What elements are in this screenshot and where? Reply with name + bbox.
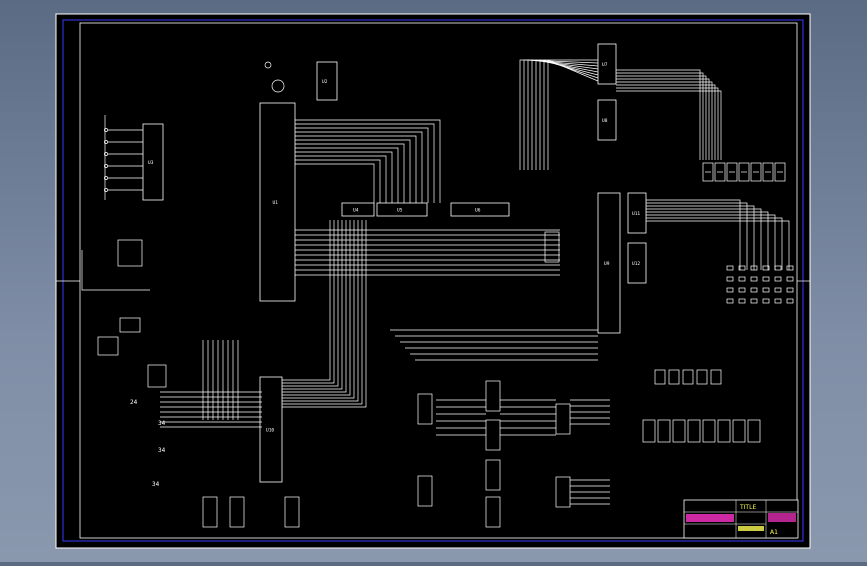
chip-label: U7 bbox=[602, 62, 608, 68]
chip-label: U9 bbox=[604, 261, 610, 267]
net-label-3: 34 bbox=[152, 481, 160, 488]
seven-seg-digit bbox=[702, 162, 714, 182]
inner-border bbox=[79, 22, 798, 539]
gate-11 bbox=[284, 496, 300, 528]
chip-u-decoder-2: U7 bbox=[597, 43, 617, 85]
chip-u-display-drv: U8 bbox=[597, 99, 617, 141]
chip-label: U1 bbox=[273, 200, 279, 206]
seven-seg-digit bbox=[714, 162, 726, 182]
gate-3 bbox=[485, 419, 501, 451]
net-label-1: 34 bbox=[158, 420, 166, 427]
chip-label: U6 bbox=[475, 208, 481, 214]
net-label-4: 24 bbox=[130, 399, 138, 406]
chip-label: U10 bbox=[266, 428, 274, 434]
drawing-background bbox=[55, 13, 811, 549]
seven-seg-digit bbox=[726, 162, 738, 182]
title-block-sheet: A1 bbox=[770, 529, 778, 536]
seven-seg-digit bbox=[738, 162, 750, 182]
chip-label: U2 bbox=[322, 79, 328, 85]
gate-10 bbox=[229, 496, 245, 528]
gate-4 bbox=[485, 459, 501, 491]
chip-label: U5 bbox=[397, 208, 403, 214]
chip-u-timer-a: U11 bbox=[627, 192, 647, 234]
chip-u-ram: U5 bbox=[376, 202, 428, 217]
gate-6 bbox=[555, 403, 571, 435]
chip-u-timer-b: U12 bbox=[627, 242, 647, 284]
chip-label: U3 bbox=[148, 160, 154, 166]
chip-label: U12 bbox=[632, 261, 640, 267]
title-block: TITLE A1 bbox=[683, 499, 799, 539]
chip-u-main-mcu: U1 bbox=[259, 102, 296, 302]
chip-label: U11 bbox=[632, 211, 640, 217]
component-layer bbox=[97, 61, 794, 443]
chip-u-lower-mcu: U10 bbox=[259, 376, 283, 483]
chip-u-latch-top: U2 bbox=[316, 61, 338, 101]
seven-seg-digit bbox=[750, 162, 762, 182]
chip-label: U8 bbox=[602, 118, 608, 124]
seven-seg-digit bbox=[762, 162, 774, 182]
chip-u-decoder-1: U6 bbox=[450, 202, 510, 217]
gate-5 bbox=[485, 496, 501, 528]
gate-8 bbox=[544, 231, 560, 263]
net-label-2: 34 bbox=[158, 447, 166, 454]
chip-u-8255: U9 bbox=[597, 192, 621, 334]
gate-1 bbox=[417, 475, 433, 507]
gate-0 bbox=[417, 393, 433, 425]
outer-frame bbox=[62, 19, 804, 542]
chip-label: U4 bbox=[353, 208, 359, 214]
gate-9 bbox=[202, 496, 218, 528]
wire-layer bbox=[56, 59, 810, 505]
title-block-stamp: TITLE bbox=[739, 504, 756, 511]
seven-seg-digit bbox=[774, 162, 786, 182]
chip-u-keyboard: U3 bbox=[142, 123, 164, 201]
gate-2 bbox=[485, 380, 501, 412]
gate-7 bbox=[555, 476, 571, 508]
chip-u-eprom: U4 bbox=[341, 202, 375, 217]
